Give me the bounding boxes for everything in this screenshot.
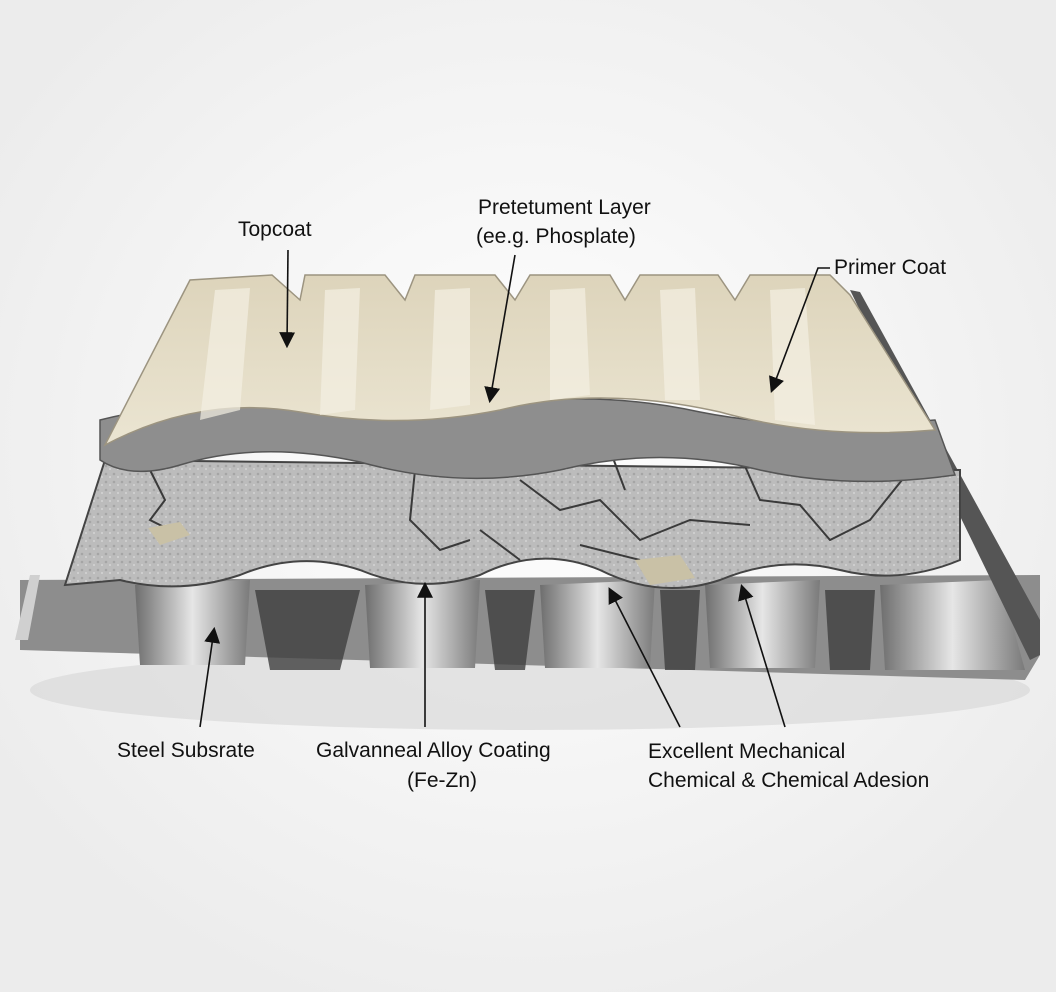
galvanneal-label-line2: (Fe-Zn) — [407, 769, 477, 792]
crack-lines — [148, 444, 911, 561]
topcoat-arrow — [279, 249, 296, 349]
primer-arrow — [769, 267, 830, 393]
adhesion-label-line2: Chemical & Chemical Adesion — [648, 769, 930, 792]
steel-arrow — [199, 626, 221, 728]
adhesion-label-line1: Excellent Mechanical — [648, 740, 846, 763]
pretreatment-label-line2: (ee.g. Phosplate) — [476, 225, 636, 248]
steel-label: Steel Subsrate — [117, 739, 255, 762]
topcoat-layer — [103, 274, 937, 447]
primer-label: Primer Coat — [834, 256, 947, 279]
adhesion-arrow-2 — [738, 583, 786, 728]
galvanneal-label-line1: Galvanneal Alloy Coating — [316, 739, 551, 762]
topcoat-label: Topcoat — [238, 218, 312, 241]
adhesion-arrow-1 — [608, 587, 681, 728]
galvanneal-layer — [63, 458, 961, 589]
pretreatment-arrow — [484, 254, 516, 404]
pretreatment-label-line1: Pretetument Layer — [478, 196, 651, 219]
